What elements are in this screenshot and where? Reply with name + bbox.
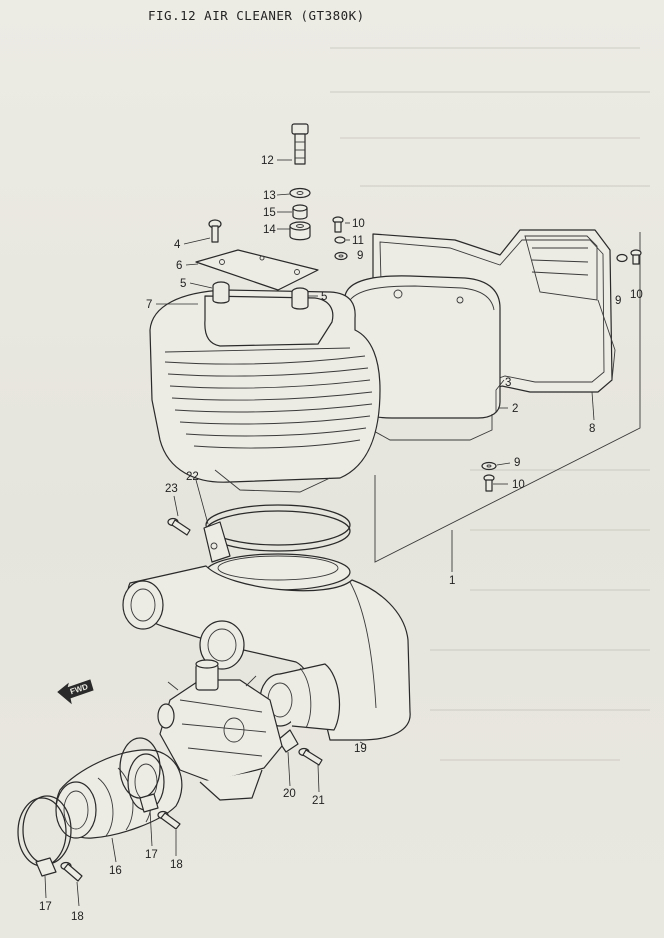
washer-stack [289,187,311,241]
callout-5-left: 5 [180,278,186,290]
carburetor [157,659,283,801]
callout-3: 3 [505,377,511,389]
figure-title: FIG.12 AIR CLEANER (GT380K) [148,8,365,23]
leader-lines [44,159,595,907]
callout-16: 16 [109,865,122,877]
callout-15: 15 [263,207,276,219]
callout-21: 21 [312,795,325,807]
bolt [291,123,309,165]
callout-1: 1 [449,575,455,587]
callout-20: 20 [283,788,296,800]
callout-numbers: 12 13 15 14 10 11 9 4 6 5 5 7 9 10 3 2 8… [39,155,643,923]
bleed-through-lines [330,47,650,761]
intake-hose [55,749,183,839]
callout-18-mid: 18 [170,859,183,871]
callout-17-low: 17 [39,901,52,913]
cleaner-case [149,289,381,493]
screw-set-lower [481,461,497,492]
callout-12: 12 [261,155,274,167]
callout-10-right: 10 [630,289,643,301]
assembly-bracket [374,232,641,572]
cushions [212,281,309,310]
callout-7: 7 [146,299,152,311]
callout-6: 6 [176,260,182,272]
forward-arrow: FWD [57,679,94,705]
screw-set-right [616,249,642,265]
callout-14: 14 [263,224,276,236]
callout-19: 19 [354,743,367,755]
callout-9-lower: 9 [514,457,520,469]
screw-set-top [332,216,348,261]
callout-17-mid: 17 [145,849,158,861]
screw [208,219,222,243]
callout-23: 23 [165,483,178,495]
callout-9-top: 9 [357,250,363,262]
callout-2: 2 [512,403,518,415]
clamp-screw [167,517,191,536]
callout-22: 22 [186,471,199,483]
hose-clamp-large [203,504,351,563]
hose-clamp-small [17,737,161,877]
callout-18-low: 18 [71,911,84,923]
callout-13: 13 [263,190,276,202]
plate [195,249,319,291]
callout-10-lower: 10 [512,479,525,491]
callout-8: 8 [589,423,595,435]
clamp-screws [60,810,181,882]
callout-4: 4 [174,239,181,251]
callout-11: 11 [352,235,364,247]
callout-5-right: 5 [321,291,327,303]
callout-10-top: 10 [352,218,365,230]
callout-9-right: 9 [615,295,621,307]
